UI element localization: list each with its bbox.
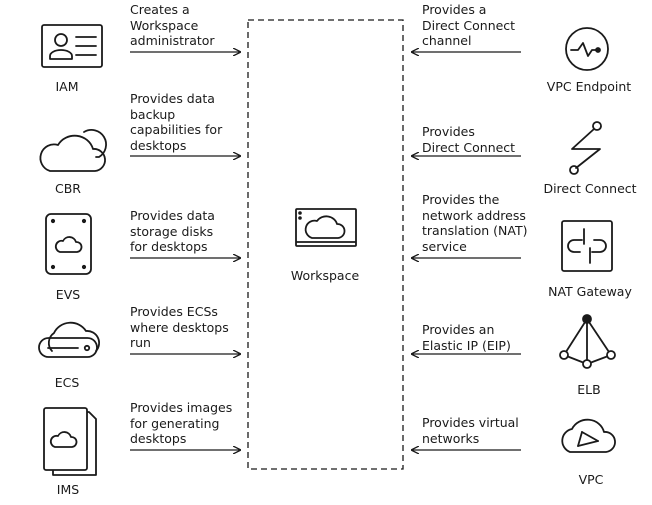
- relation-iam: Creates a Workspace administrator: [130, 2, 215, 48]
- relation-vpc: Provides virtual networks: [422, 415, 519, 446]
- evs-label: EVS: [55, 287, 81, 302]
- workspace-boundary: [247, 19, 404, 470]
- ecs-label: ECS: [54, 375, 80, 390]
- evs-icon: [45, 213, 92, 275]
- relation-ims: Provides images for generating desktops: [130, 400, 233, 446]
- elb-label: ELB: [577, 382, 601, 397]
- cbr-icon: [39, 129, 107, 172]
- iam-label: IAM: [55, 79, 79, 94]
- vpc-icon: [561, 418, 616, 453]
- nat-gateway-label: NAT Gateway: [548, 284, 632, 299]
- left-arrows: [130, 52, 240, 450]
- cbr-label: CBR: [55, 181, 81, 196]
- relation-elb: Provides an Elastic IP (EIP): [422, 322, 511, 353]
- nat-gateway-icon: [561, 220, 613, 272]
- ims-label: IMS: [56, 482, 80, 497]
- right-arrows: [412, 52, 521, 450]
- direct-connect-label: Direct Connect: [543, 181, 637, 196]
- vpc-endpoint-icon: [565, 27, 609, 71]
- relation-cbr: Provides data backup capabilities for de…: [130, 91, 223, 153]
- iam-icon: [41, 24, 103, 68]
- vpc-endpoint-label: VPC Endpoint: [546, 79, 632, 94]
- ims-icon: [43, 407, 97, 476]
- vpc-label: VPC: [578, 472, 604, 487]
- workspace-icon: [295, 208, 357, 247]
- relation-ecs: Provides ECSs where desktops run: [130, 304, 229, 350]
- relation-evs: Provides data storage disks for desktops: [130, 208, 215, 254]
- elb-icon: [559, 314, 616, 369]
- ecs-icon: [38, 321, 100, 358]
- workspace-label: Workspace: [290, 268, 360, 283]
- direct-connect-icon: [569, 121, 602, 175]
- relation-nat-gateway: Provides the network address translation…: [422, 192, 528, 254]
- relation-vpc-endpoint: Provides a Direct Connect channel: [422, 2, 516, 48]
- relation-direct-connect: Provides Direct Connect: [422, 124, 516, 155]
